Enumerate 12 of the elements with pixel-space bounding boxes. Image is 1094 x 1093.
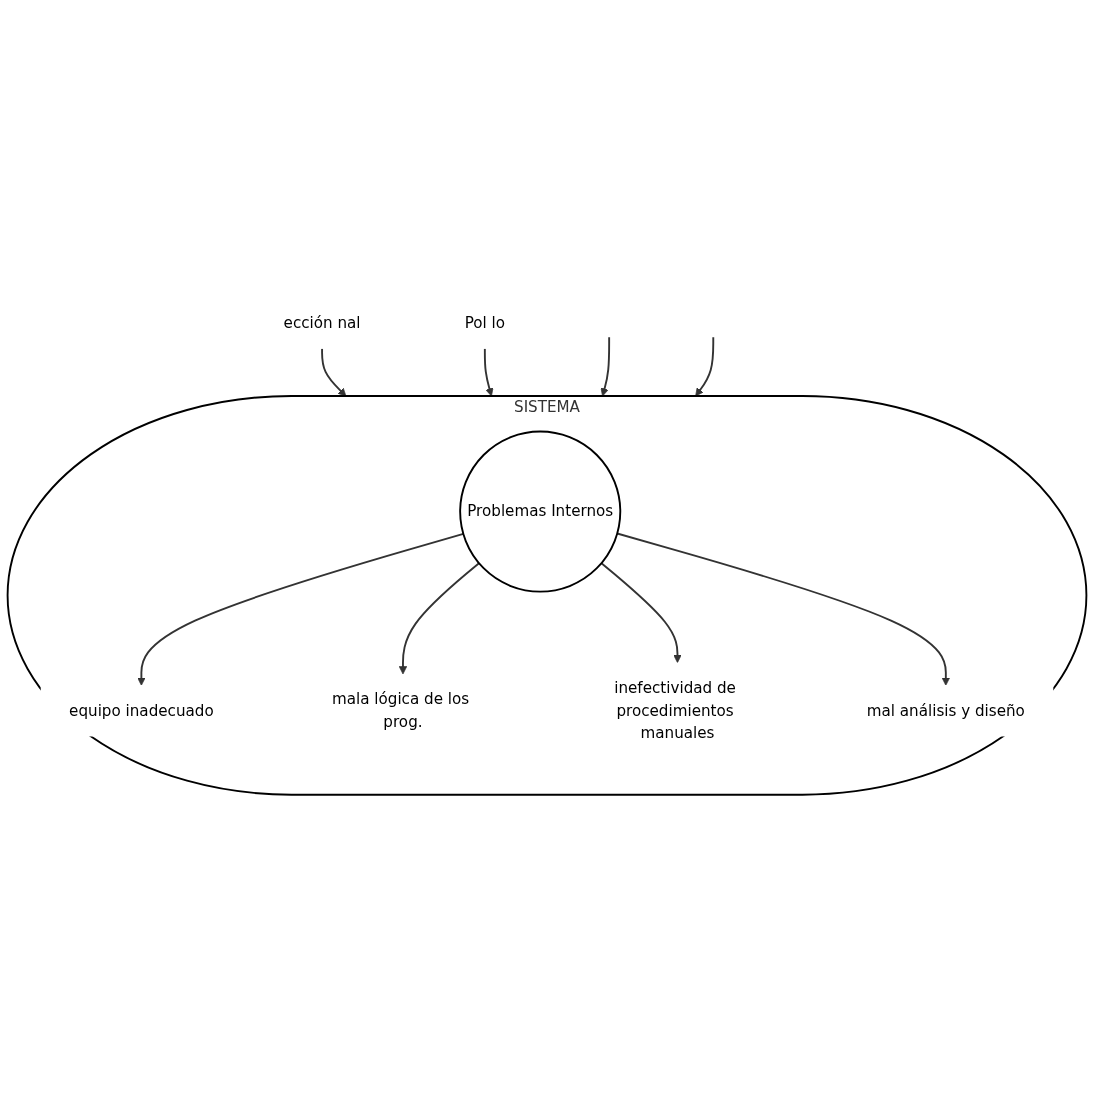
node-text: mala lógica de los prog. — [331, 690, 470, 732]
node-text: inefectividad de procedimientos manuales — [614, 679, 736, 743]
arrow — [321, 348, 347, 397]
arrow — [600, 562, 682, 664]
node-circle — [459, 430, 622, 593]
arrow — [398, 562, 480, 675]
arrow — [616, 532, 950, 687]
node-text: Pol lo — [464, 314, 506, 333]
arrow — [695, 336, 715, 397]
arrow — [483, 348, 494, 397]
arrow — [600, 336, 611, 397]
node-text: ección nal — [283, 314, 361, 333]
